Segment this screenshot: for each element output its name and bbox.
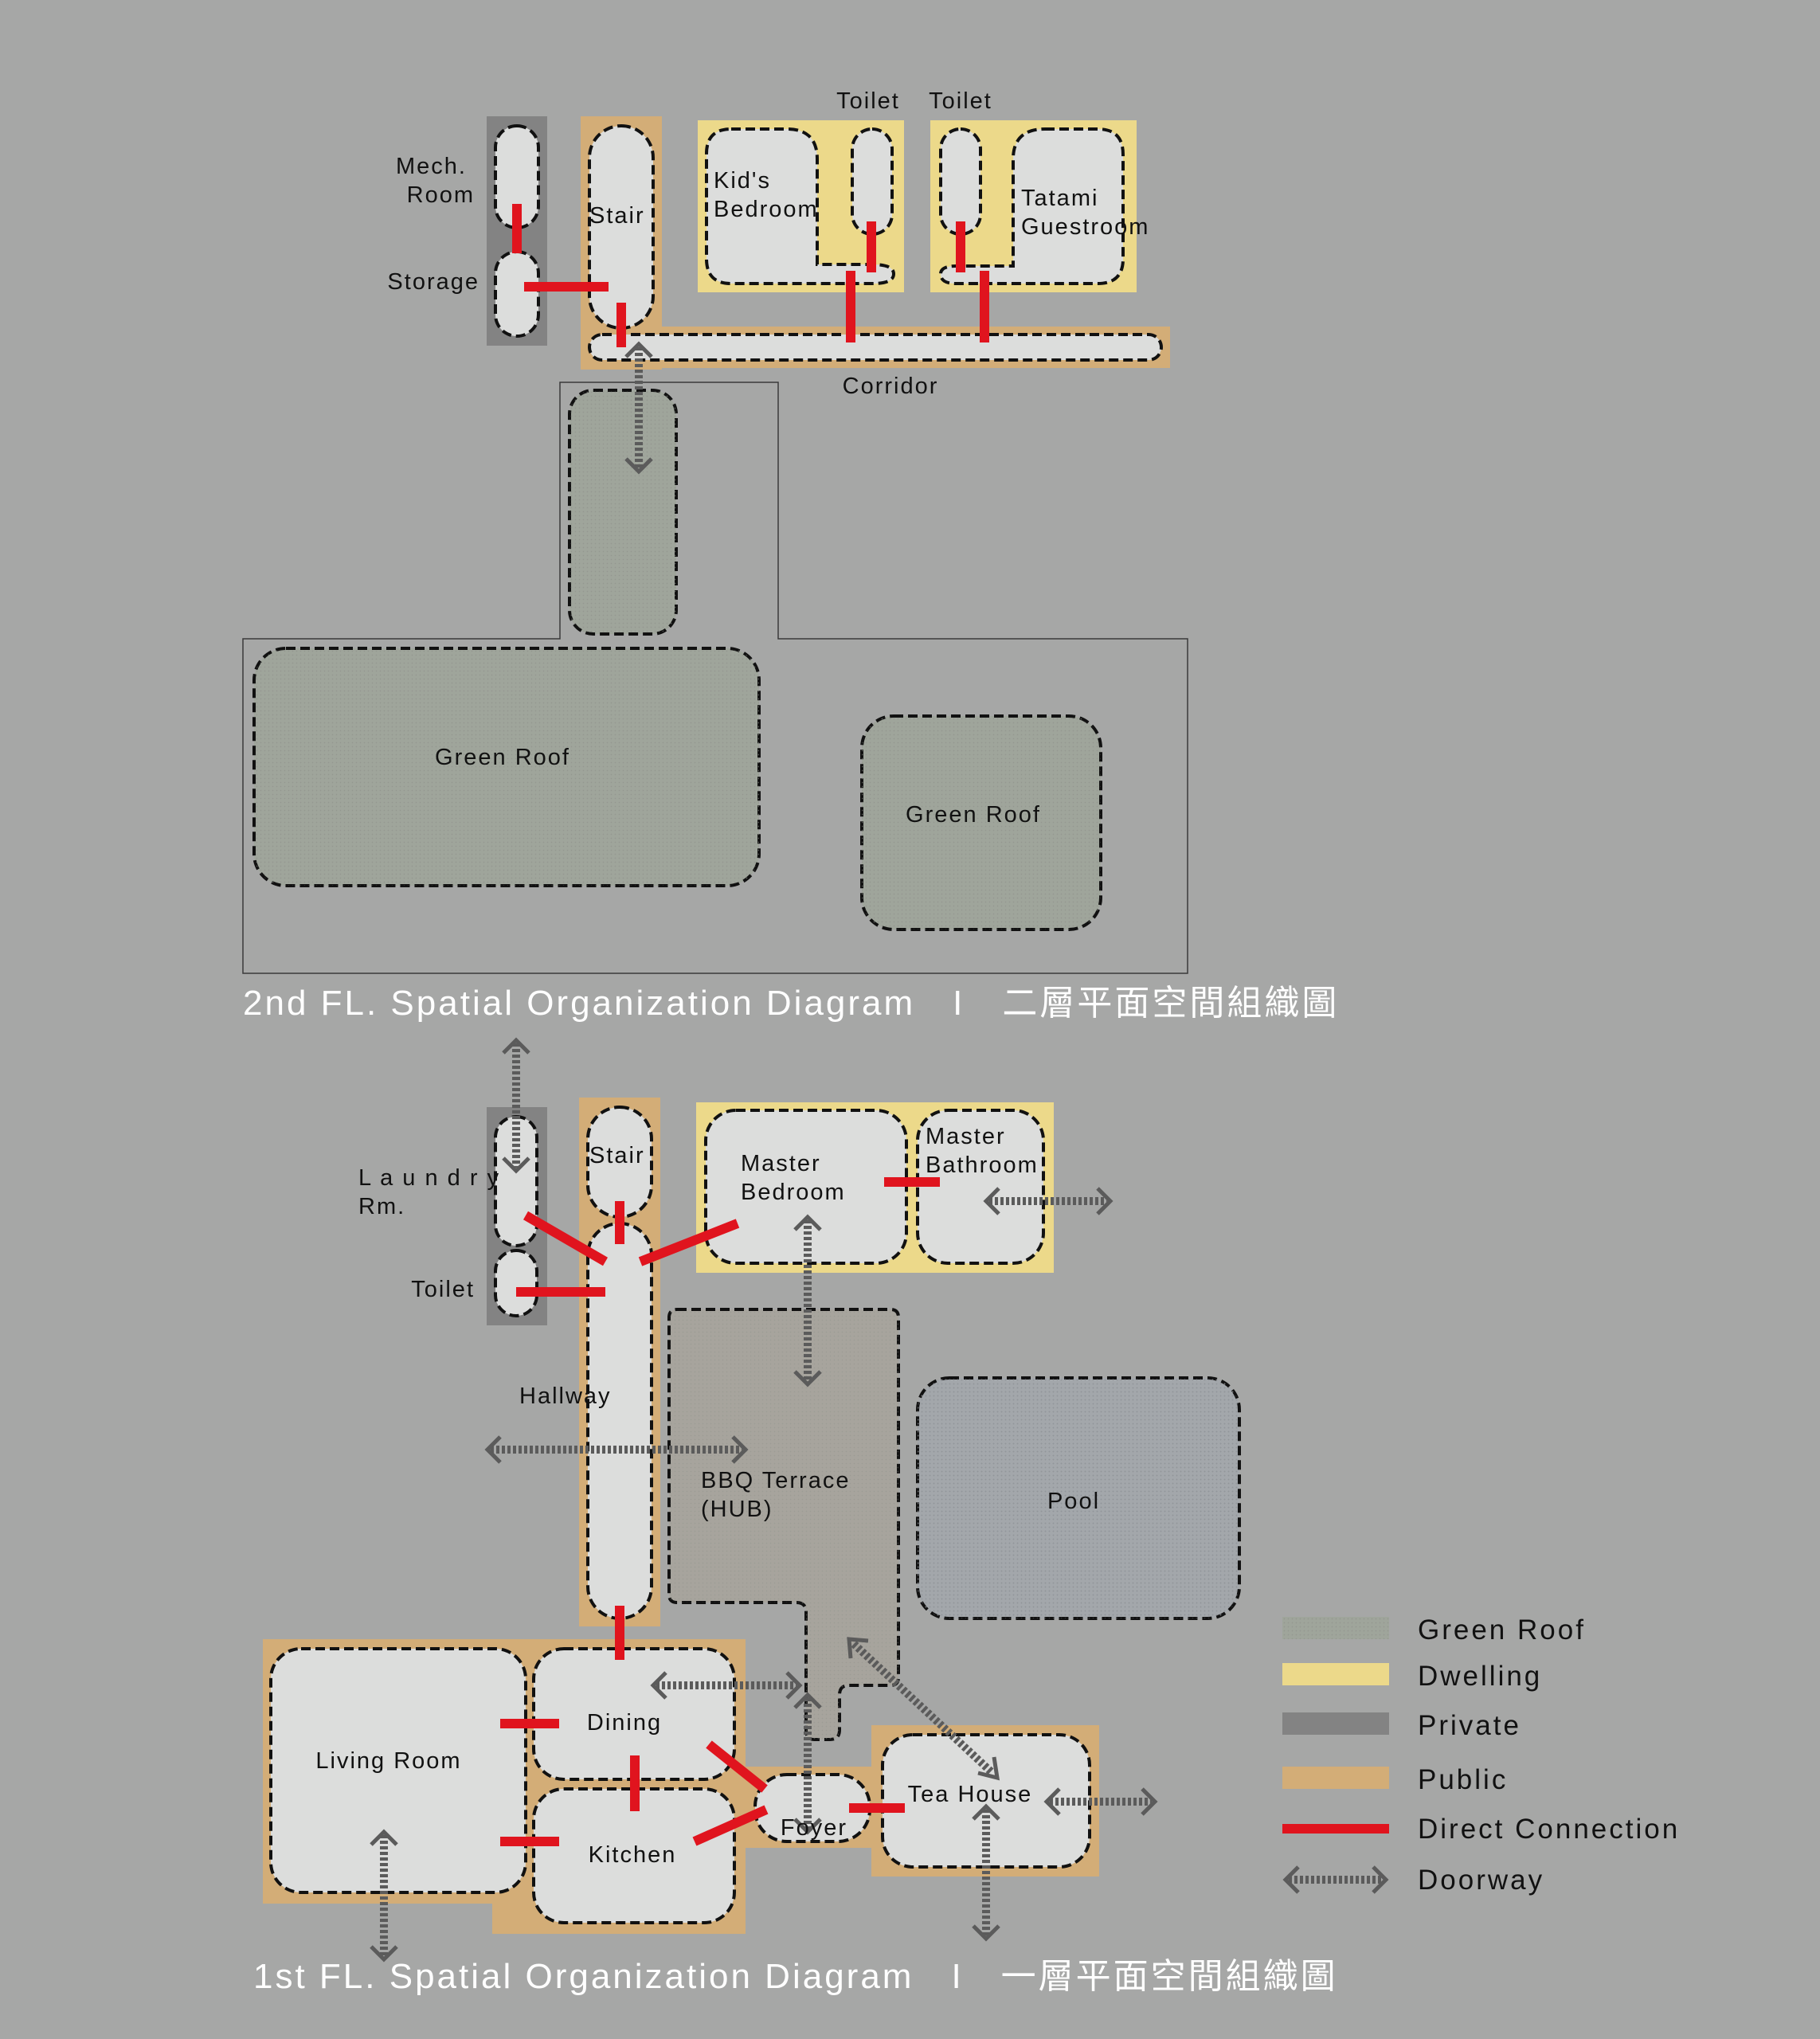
doorway-arrow-foyer-terrace: [793, 1692, 822, 1835]
room-kids-bedroom: [705, 127, 896, 285]
label-storage: Storage: [387, 269, 479, 295]
label-stair-2f: Stair: [589, 203, 645, 229]
label-bbq-terrace: BBQ Terrace (HUB): [701, 1468, 859, 1522]
room-tatami-guestroom: [938, 127, 1125, 285]
green-roof-right-dots: [862, 716, 1101, 929]
label-mech-room: Mech. Room: [396, 154, 475, 208]
legend-swatch-public: [1282, 1767, 1389, 1789]
legend: Green Roof Dwelling Private Public Direc…: [1282, 1614, 1680, 1896]
doorway-arrow-living-south: [370, 1829, 398, 1963]
label-kitchen: Kitchen: [589, 1842, 677, 1868]
room-toilet-1f: [494, 1249, 538, 1317]
doorway-arrow-bathroom-east: [983, 1187, 1114, 1215]
connection-master-hallway: [638, 1219, 740, 1266]
floor2-building-outline: [242, 382, 1188, 974]
room-mech: [494, 124, 540, 229]
doorway-arrow-tea-east: [1043, 1787, 1158, 1816]
label-kids-bedroom: Kid's Bedroom: [714, 168, 819, 222]
label-bbq-line1: BBQ Terrace: [701, 1468, 850, 1493]
label-laundry-line1: L a u n d r y: [358, 1165, 500, 1191]
floor1-title: 1st FL. Spatial Organization Diagram I 一…: [253, 1957, 1338, 1996]
label-kids-bedroom-line1: Kid's: [714, 168, 771, 194]
room-bbq-terrace-dots: [669, 1309, 898, 1740]
room-storage: [494, 250, 540, 338]
legend-swatch-green-roof-dots: [1282, 1617, 1389, 1639]
room-living: [269, 1647, 527, 1894]
room-pool-dots: [918, 1378, 1239, 1618]
label-tatami-guestroom: Tatami Guestroom: [1021, 186, 1149, 240]
label-dining: Dining: [587, 1710, 662, 1736]
room-corridor: [588, 333, 1163, 362]
legend-swatch-private: [1282, 1712, 1389, 1735]
legend-label-doorway: Doorway: [1418, 1865, 1544, 1896]
label-green-roof-right: Green Roof: [906, 802, 1041, 828]
legend-swatch-doorway: [1282, 1865, 1389, 1894]
floor1-diagram: L a u n d r y Rm. Toilet Stair Hallway M…: [253, 1037, 1338, 1996]
label-tea-house: Tea House: [908, 1782, 1033, 1807]
floor2-direct-connections: [512, 204, 989, 347]
label-tatami-line1: Tatami: [1021, 186, 1098, 211]
label-master-bedroom-line1: Master: [741, 1151, 821, 1176]
floor1-direct-connections: [500, 1177, 940, 1846]
legend-label-private: Private: [1418, 1710, 1521, 1741]
legend-label-public: Public: [1418, 1764, 1508, 1795]
label-tatami-line2: Guestroom: [1021, 214, 1149, 240]
connection-kitchen-foyer: [692, 1805, 769, 1846]
doorway-arrow-tea-south: [972, 1803, 1000, 1942]
green-roof-left-dots: [254, 648, 759, 886]
label-master-bedroom-line2: Bedroom: [741, 1180, 846, 1205]
label-pool: Pool: [1047, 1489, 1100, 1514]
doorway-arrow-terrace-tea: [847, 1637, 1000, 1781]
room-toilet-kids: [851, 127, 894, 236]
label-laundry-line2: Rm.: [358, 1194, 405, 1219]
doorway-arrow-hallway-ew: [484, 1435, 749, 1464]
room-master-bathroom: [916, 1109, 1045, 1265]
connection-laundry-hallway: [523, 1211, 609, 1266]
legend-label-dwelling: Dwelling: [1418, 1661, 1542, 1692]
doorway-arrow-bedroom-terrace: [793, 1214, 822, 1387]
label-foyer: Foyer: [781, 1815, 847, 1841]
label-kids-bedroom-line2: Bedroom: [714, 197, 819, 222]
label-bbq-line2: (HUB): [701, 1497, 773, 1522]
doorway-arrow-dining-terrace: [650, 1671, 803, 1700]
label-master-bedroom: Master Bedroom: [741, 1151, 846, 1205]
label-toilet-1f: Toilet: [411, 1277, 475, 1302]
legend-swatch-dwelling: [1282, 1663, 1389, 1685]
floor2-diagram: Mech. Room Storage Stair Kid's Bedroom T…: [242, 88, 1339, 1023]
label-mech-room-line1: Mech.: [396, 154, 467, 179]
room-toilet-tatami: [939, 127, 982, 236]
room-hallway: [586, 1222, 653, 1620]
label-stair-1f: Stair: [589, 1143, 645, 1168]
label-green-roof-left: Green Roof: [435, 745, 570, 770]
legend-label-green-roof: Green Roof: [1418, 1614, 1586, 1646]
label-master-bathroom-line1: Master: [926, 1124, 1006, 1149]
label-toilet-b: Toilet: [929, 88, 992, 114]
label-toilet-a: Toilet: [836, 88, 900, 114]
legend-label-direct-connection: Direct Connection: [1418, 1814, 1680, 1845]
label-living-room: Living Room: [315, 1748, 461, 1774]
label-hallway: Hallway: [519, 1383, 612, 1409]
green-roof-shaft-dots: [569, 390, 676, 634]
label-master-bathroom-line2: Bathroom: [926, 1153, 1039, 1178]
connection-dining-foyer: [706, 1740, 768, 1793]
legend-swatch-direct-connection: [1282, 1824, 1389, 1834]
doorway-arrow-laundry-north: [502, 1037, 530, 1174]
label-corridor: Corridor: [843, 374, 939, 399]
room-kitchen: [532, 1787, 736, 1924]
doorway-arrow-stair-roof: [624, 341, 653, 475]
floor1-doorways: [370, 1037, 1158, 1963]
label-master-bathroom: Master Bathroom: [926, 1124, 1039, 1178]
label-mech-room-line2: Room: [407, 182, 475, 208]
floor2-title: 2nd FL. Spatial Organization Diagram I 二…: [243, 984, 1339, 1023]
label-laundry: L a u n d r y Rm.: [358, 1165, 508, 1219]
